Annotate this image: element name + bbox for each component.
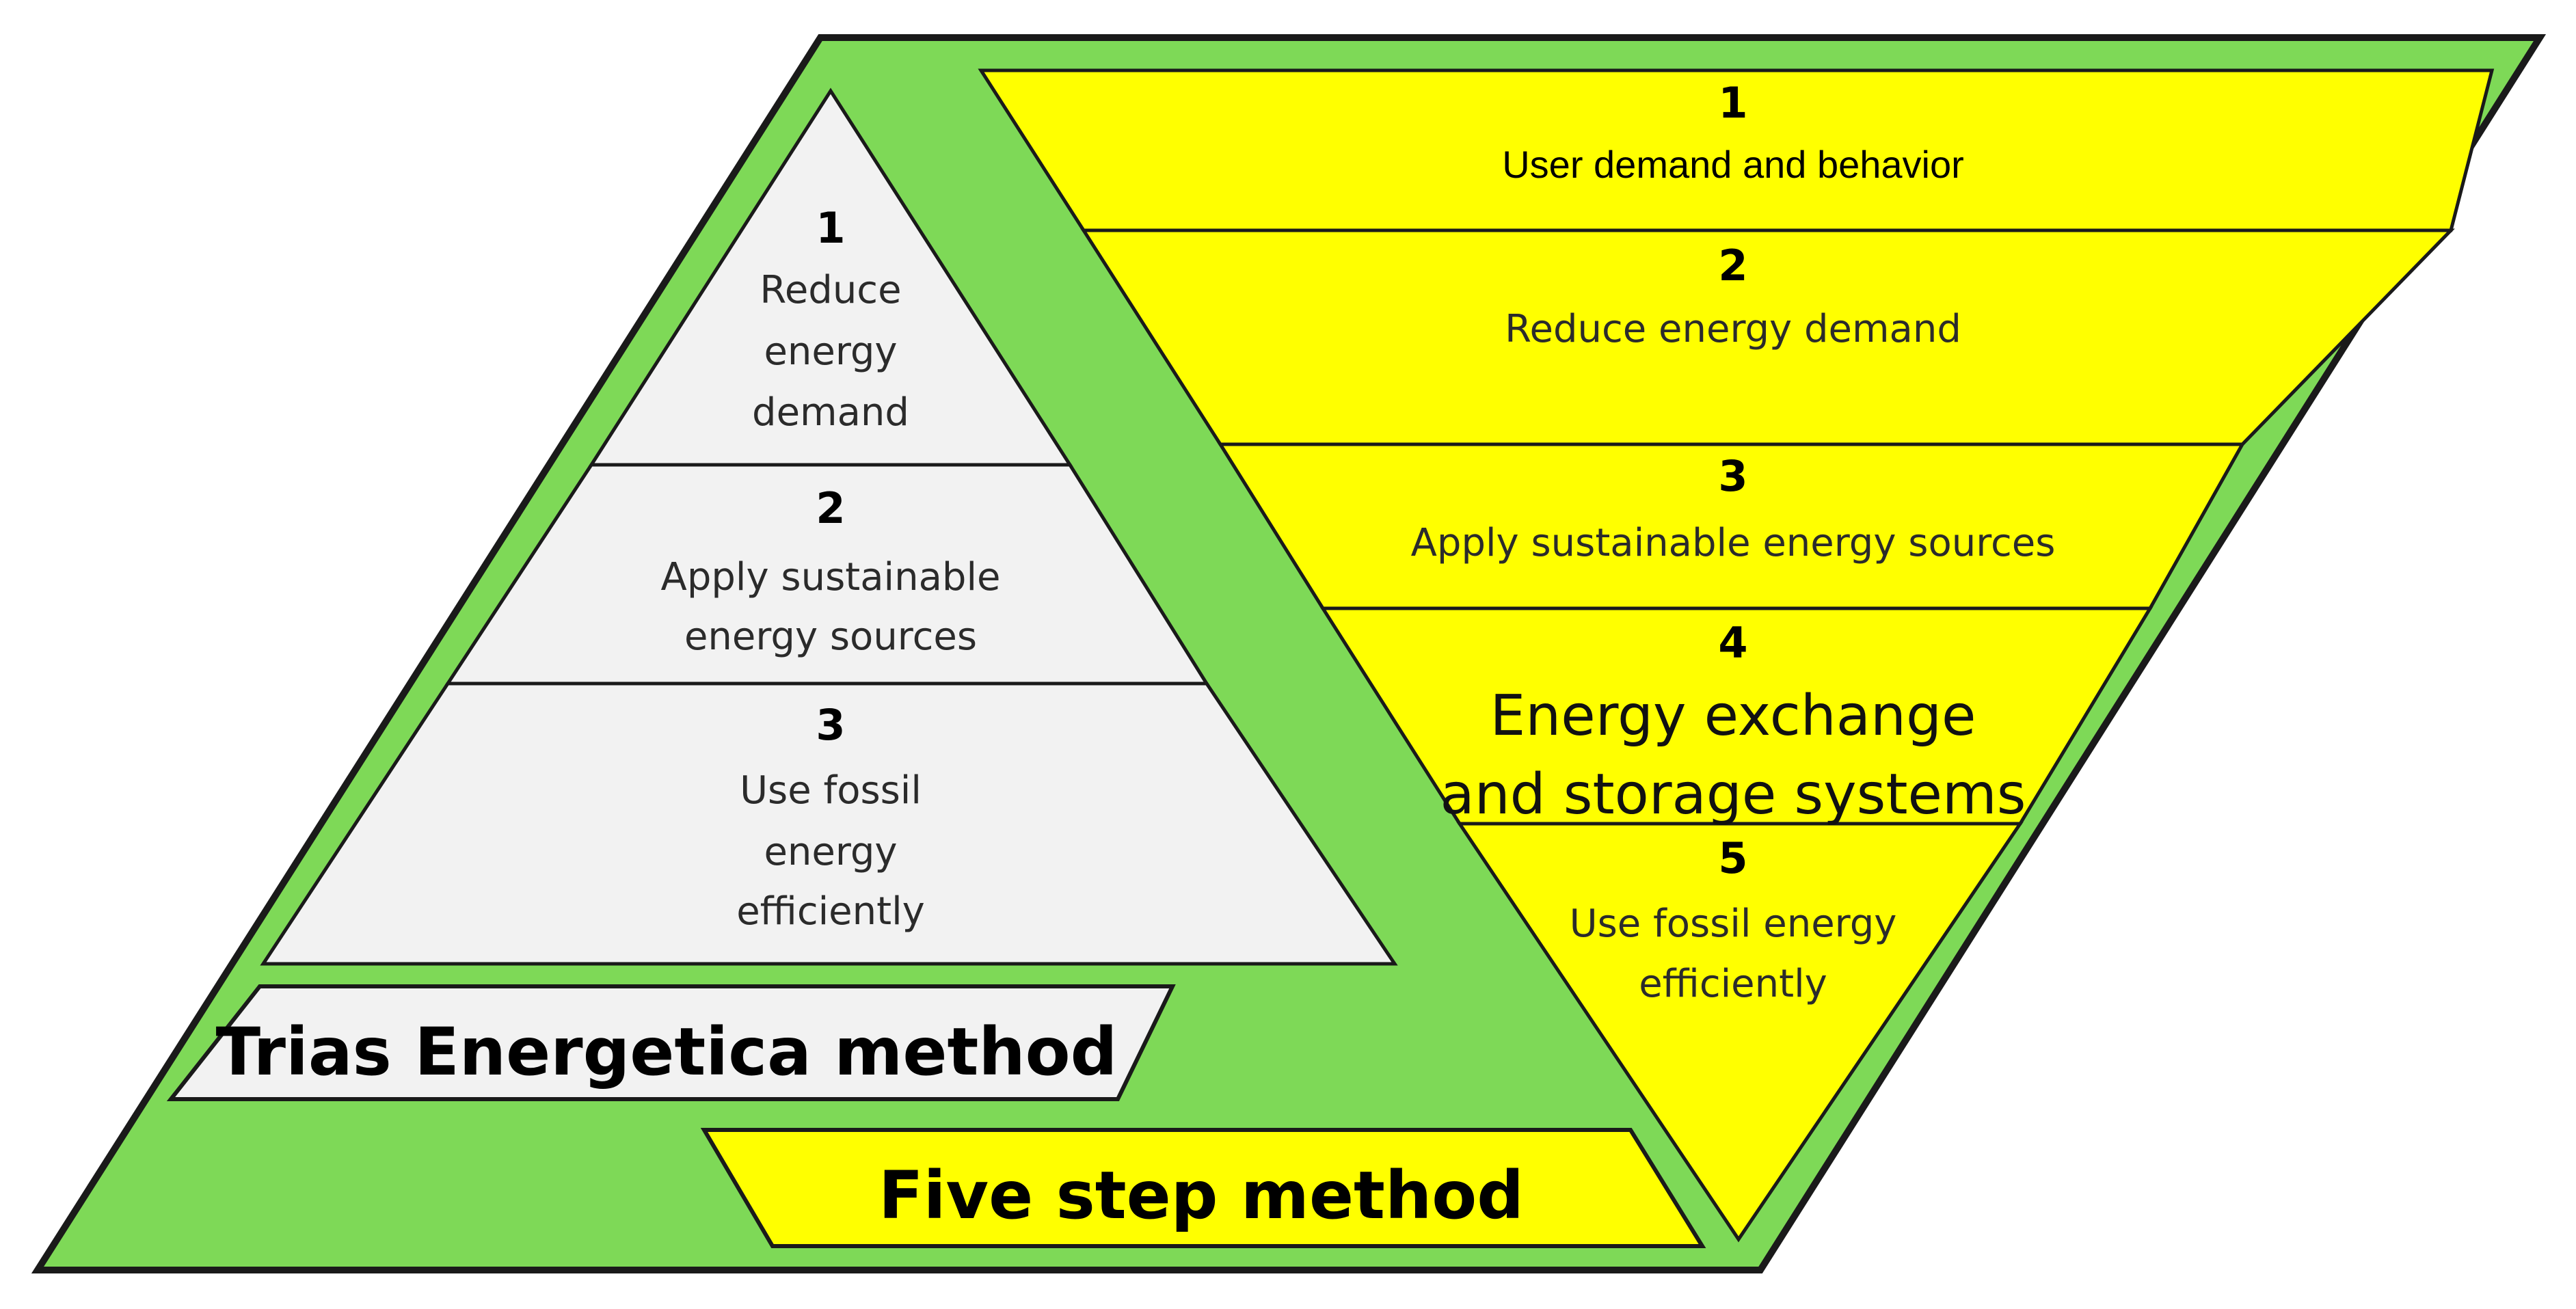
five-step-title-box xyxy=(700,1128,1706,1248)
trias-level-1-line-2: energy xyxy=(764,329,897,374)
trias-pyramid xyxy=(260,87,1398,966)
five-step-level-1-number: 1 xyxy=(1718,78,1747,128)
five-step-level-5-line-2: efficiently xyxy=(1639,962,1827,1006)
trias-level-1-number: 1 xyxy=(816,203,845,253)
five-step-level-2-number: 2 xyxy=(1718,241,1747,291)
five-step-level-3-line-1: Apply sustainable energy sources xyxy=(1411,521,2056,565)
trias-level-3-number: 3 xyxy=(816,700,845,750)
trias-level-3-band xyxy=(260,682,1398,966)
five-step-level-3-number: 3 xyxy=(1718,451,1747,501)
trias-level-3-line-3: efficiently xyxy=(736,889,925,934)
trias-title-box xyxy=(166,984,1176,1101)
five-step-level-2-line-1: Reduce energy demand xyxy=(1505,307,1961,351)
trias-title: Trias Energetica method xyxy=(216,1014,1118,1090)
five-step-level-4-line-2: and storage systems xyxy=(1440,762,2026,827)
trias-level-1-line-3: demand xyxy=(752,390,909,435)
trias-level-1-line-1: Reduce xyxy=(760,268,901,312)
trias-level-2-line-1: Apply sustainable xyxy=(661,555,1001,599)
five-step-level-5-band xyxy=(1456,822,2024,1243)
trias-level-2-number: 2 xyxy=(816,483,845,533)
five-step-level-4-number: 4 xyxy=(1718,618,1747,668)
five-step-level-4-line-1: Energy exchange xyxy=(1490,684,1976,748)
five-step-title: Five step method xyxy=(878,1157,1524,1234)
trias-level-2-line-2: energy sources xyxy=(684,615,977,659)
five-step-level-5-number: 5 xyxy=(1718,833,1747,883)
trias-level-3-line-2: energy xyxy=(764,830,897,874)
five-step-level-5-line-1: Use fossil energy xyxy=(1570,902,1897,946)
five-step-funnel xyxy=(978,68,2495,1243)
five-step-level-1-line-1: User demand and behavior xyxy=(1502,143,1964,186)
trias-level-3-line-1: Use fossil xyxy=(740,768,922,813)
